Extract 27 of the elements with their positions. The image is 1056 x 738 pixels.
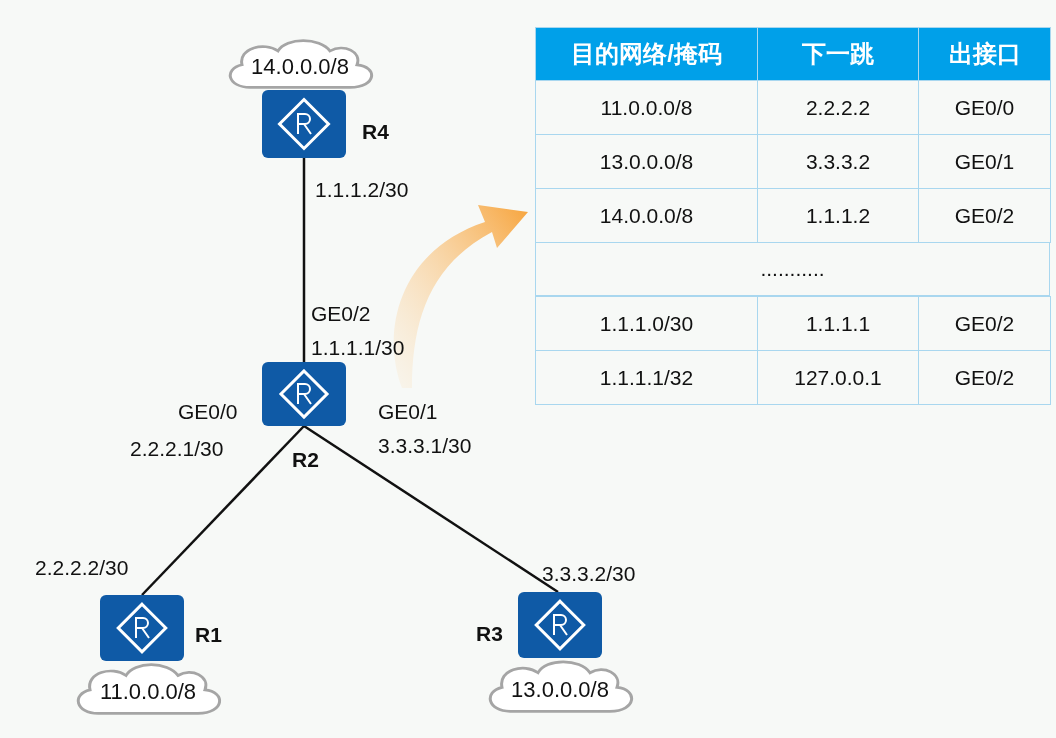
interface-label: GE0/0: [178, 400, 238, 424]
interface-label: 1.1.1.2/30: [315, 178, 409, 202]
network-label: 11.0.0.0/8: [98, 679, 198, 705]
header-cell: 下一跳: [757, 27, 919, 81]
interface-label: 1.1.1.1/30: [311, 336, 405, 360]
network-label: 13.0.0.0/8: [510, 676, 610, 703]
interface-label: 2.2.2.2/30: [35, 556, 129, 580]
table-cell: 1.1.1.0/30: [535, 296, 758, 351]
interface-label: GE0/2: [311, 302, 371, 326]
header-cell: 目的网络/掩码: [535, 27, 758, 81]
interface-label: 3.3.3.1/30: [378, 434, 472, 458]
router-label: R2: [292, 448, 319, 472]
connection-line: [141, 425, 305, 596]
interface-label: GE0/1: [378, 400, 438, 424]
table-cell: ...........: [535, 242, 1050, 296]
router-label: R3: [476, 622, 503, 646]
interface-label: 2.2.2.1/30: [130, 437, 224, 461]
router-label: R4: [362, 120, 389, 144]
table-cell: GE0/2: [918, 350, 1051, 405]
connection-line: [302, 158, 306, 362]
header-cell: 出接口: [918, 27, 1051, 81]
router-label: R1: [195, 623, 222, 647]
network-label: 14.0.0.0/8: [250, 54, 350, 80]
interface-label: 3.3.3.2/30: [542, 562, 636, 586]
table-cell: 1.1.1.1/32: [535, 350, 758, 405]
connection-line: [303, 424, 559, 594]
table-cell: GE0/2: [918, 296, 1051, 351]
